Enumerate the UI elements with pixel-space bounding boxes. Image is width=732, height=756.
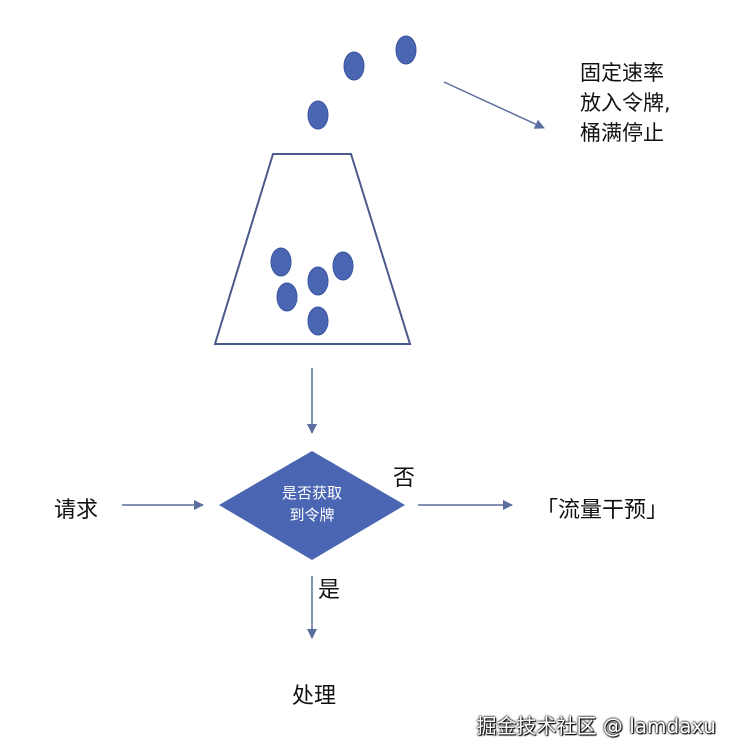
no-branch-label: 否 — [393, 466, 416, 491]
falling-token — [395, 35, 417, 65]
rate-note-arrow — [443, 81, 545, 129]
token-bucket — [213, 153, 412, 345]
watermark: 掘金技术社区 @ lamdaxu — [476, 714, 716, 738]
yes-branch-label: 是 — [318, 578, 341, 603]
decision-label-line: 到令牌 — [289, 506, 335, 524]
falling-token — [307, 100, 329, 130]
bucket-token — [276, 282, 298, 312]
decision-diamond — [219, 451, 405, 560]
decision-label-line: 是否获取 — [281, 484, 342, 502]
bucket-token — [270, 247, 292, 277]
rate-note-line: 放入令牌, — [580, 91, 671, 115]
process-label: 处理 — [292, 684, 337, 709]
bucket-token — [307, 266, 329, 296]
rate-note: 固定速率 放入令牌, 桶满停止 — [580, 58, 671, 148]
rate-note-line: 固定速率 — [580, 61, 664, 85]
falling-token — [343, 51, 365, 81]
request-label: 请求 — [54, 498, 99, 523]
rate-note-line: 桶满停止 — [580, 121, 664, 145]
bucket-token — [307, 306, 329, 336]
bucket-token — [332, 251, 354, 281]
decision-label: 是否获取 到令牌 — [262, 482, 362, 526]
flow-control-label: 「流量干预」 — [536, 498, 669, 523]
